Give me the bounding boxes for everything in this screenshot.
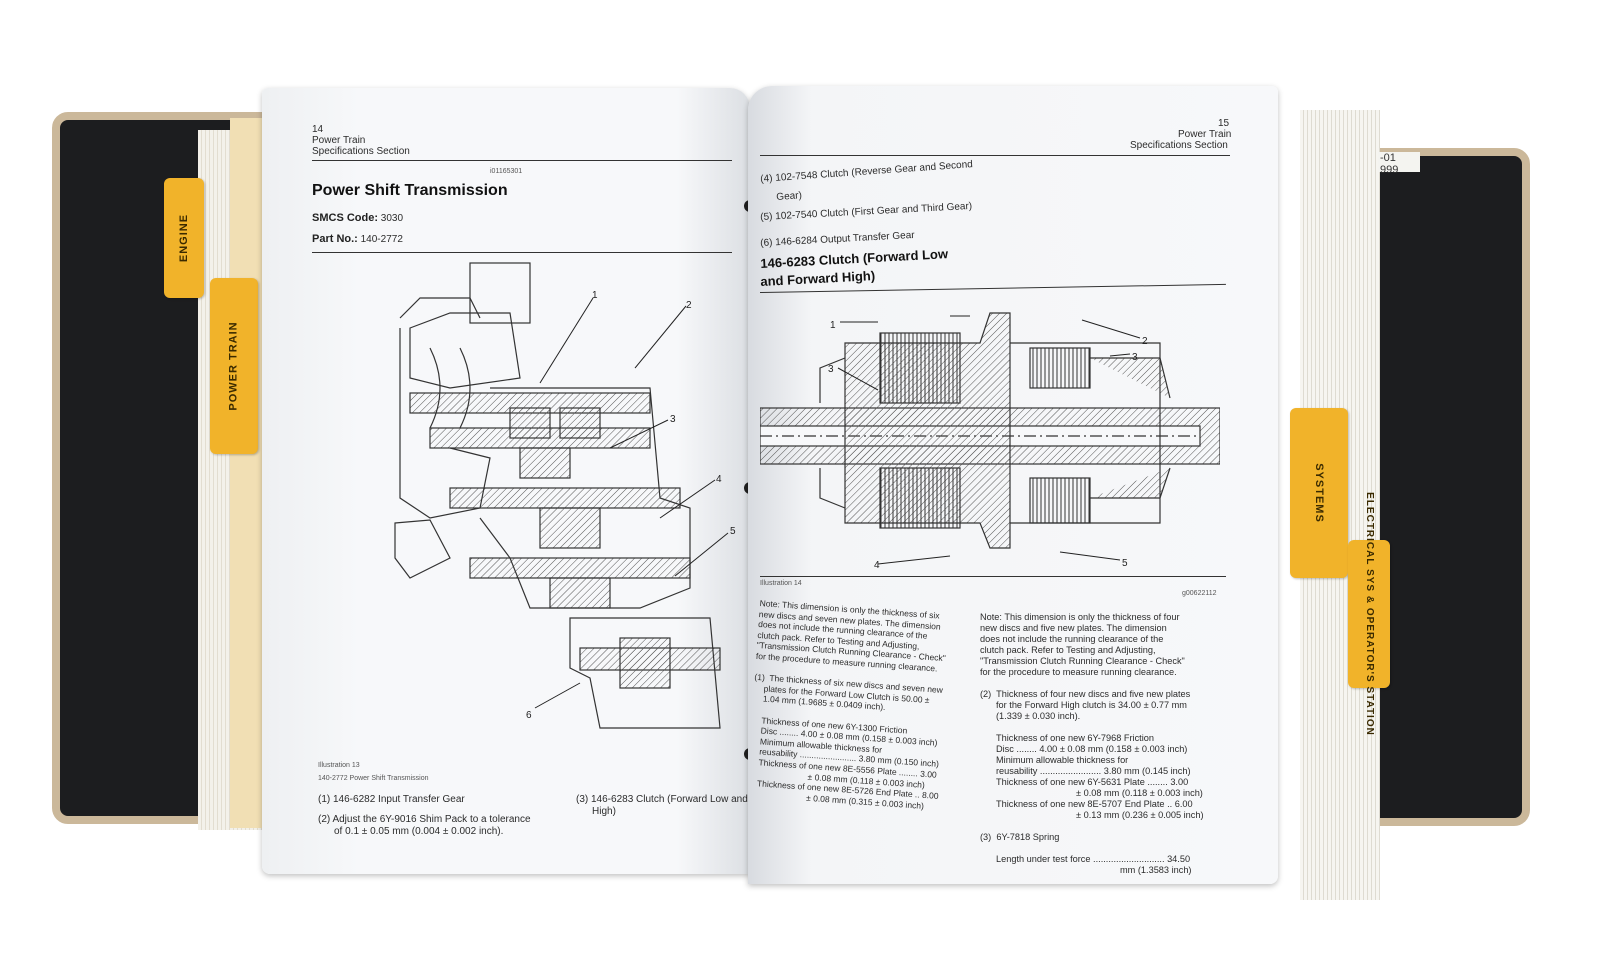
right-list-4b: Gear) — [776, 190, 803, 203]
col2-line: Note: This dimension is only the thickne… — [980, 612, 1180, 622]
smcs-label: SMCS Code: — [312, 212, 378, 224]
col2-line: (3) 6Y-7818 Spring — [980, 832, 1060, 842]
part-value: 140-2772 — [360, 234, 403, 245]
col2-line: ± 0.08 mm (0.118 ± 0.003 inch) — [1076, 788, 1203, 798]
col2-line: ± 0.13 mm (0.236 ± 0.005 inch) — [1076, 810, 1204, 820]
tab-engine[interactable]: ENGINE — [164, 178, 204, 298]
right-illustration-label: Illustration 14 — [760, 580, 802, 587]
right-header-line2: Specifications Section — [1130, 140, 1228, 151]
smcs-value: 3030 — [380, 213, 404, 224]
left-illustration-label: Illustration 13 — [318, 762, 360, 769]
callout-2: 2 — [686, 300, 692, 311]
right-col-2: Note: This dimension is only the thickne… — [980, 612, 1230, 876]
right-header-rule — [760, 155, 1230, 156]
left-item-2-line2: of 0.1 ± 0.05 mm (0.004 ± 0.002 inch). — [334, 826, 504, 837]
left-page-number: 14 — [312, 124, 324, 135]
col2-line: for the procedure to measure running cle… — [980, 667, 1177, 677]
right-page — [748, 86, 1278, 884]
col2-line — [980, 722, 1230, 733]
left-item-1: (1) 146-6282 Input Transfer Gear — [318, 794, 465, 805]
col2-line: Thickness of one new 6Y-7968 Friction — [996, 733, 1154, 743]
col2-line: Thickness of one new 8E-5707 End Plate .… — [996, 799, 1193, 809]
left-illustration-caption: 140-2772 Power Shift Transmission — [318, 775, 429, 782]
clutch-callout-3b: 3 — [828, 364, 834, 375]
col2-line: Disc ........ 4.00 ± 0.08 mm (0.158 ± 0.… — [996, 744, 1188, 754]
page-edge-text: -01 999 — [1378, 152, 1420, 176]
tab-power-train-label: POWER TRAIN — [228, 321, 241, 411]
right-page-number: 15 — [1218, 118, 1230, 129]
right-illustration-code: g00622112 — [1182, 590, 1217, 597]
left-title-rule — [312, 252, 732, 253]
col2-line: (2) Thickness of four new discs and five… — [980, 689, 1191, 699]
clutch-drawing: 1 2 3 3 4 5 — [760, 312, 1220, 571]
callout-4: 4 — [716, 474, 722, 485]
left-ref-code: i01165301 — [490, 168, 523, 175]
right-header-line1: Power Train — [1178, 129, 1232, 140]
col2-line — [980, 843, 1230, 854]
tab-engine-label: ENGINE — [178, 213, 190, 263]
col2-line — [980, 821, 1230, 832]
clutch-callout-3a: 3 — [1132, 352, 1138, 363]
transmission-drawing: 1 2 3 4 5 6 — [394, 262, 736, 729]
col2-line: new discs and five new plates. The dimen… — [980, 623, 1167, 633]
tab-electrical[interactable]: ELECTRICAL SYS & OPERATOR'S STATION — [1348, 492, 1390, 736]
right-col-1: Note: This dimension is only the thickne… — [746, 598, 960, 813]
col2-line: for the Forward High clutch is 34.00 ± 0… — [996, 700, 1187, 710]
col2-line: reusability ........................ 3.8… — [996, 766, 1191, 776]
callout-1: 1 — [592, 290, 598, 301]
left-header-line2: Specifications Section — [312, 146, 410, 157]
left-page-title: Power Shift Transmission — [312, 182, 508, 199]
col2-line: Length under test force ................… — [996, 854, 1191, 864]
left-header-line1: Power Train — [312, 135, 366, 146]
col2-line: "Transmission Clutch Running Clearance -… — [980, 656, 1185, 666]
callout-5: 5 — [730, 526, 736, 537]
left-item-2-line1: (2) Adjust the 6Y-9016 Shim Pack to a to… — [318, 814, 531, 825]
col2-line: mm (1.3583 inch) — [1120, 865, 1192, 875]
left-page — [262, 88, 750, 874]
col2-line: (1.339 ± 0.030 inch). — [996, 711, 1081, 721]
col2-line: Thickness of one new 6Y-5631 Plate .....… — [996, 777, 1189, 787]
left-item-3-line1: (3) 146-6283 Clutch (Forward Low and For… — [576, 794, 788, 805]
col2-line — [980, 678, 1230, 689]
clutch-callout-2: 2 — [1142, 336, 1148, 347]
tab-electrical-label: ELECTRICAL SYS & OPERATOR'S STATION — [1364, 492, 1376, 736]
clutch-callout-4: 4 — [874, 560, 880, 571]
tab-power-train[interactable]: POWER TRAIN — [210, 278, 258, 454]
clutch-callout-1: 1 — [830, 320, 836, 331]
left-item-3-line2: High) — [592, 806, 616, 817]
col2-line: clutch pack. Refer to Testing and Adjust… — [980, 645, 1156, 655]
col2-line: Minimum allowable thickness for — [996, 755, 1129, 765]
left-header-rule — [312, 160, 732, 161]
tab-systems[interactable]: SYSTEMS — [1290, 408, 1348, 578]
callout-6: 6 — [526, 710, 532, 721]
callout-3: 3 — [670, 414, 676, 425]
part-label: Part No.: — [312, 233, 358, 245]
col2-line: does not include the running clearance o… — [980, 634, 1164, 644]
tab-systems-label: SYSTEMS — [1313, 463, 1326, 523]
right-illustration-rule — [760, 576, 1226, 577]
clutch-callout-5: 5 — [1122, 558, 1128, 569]
